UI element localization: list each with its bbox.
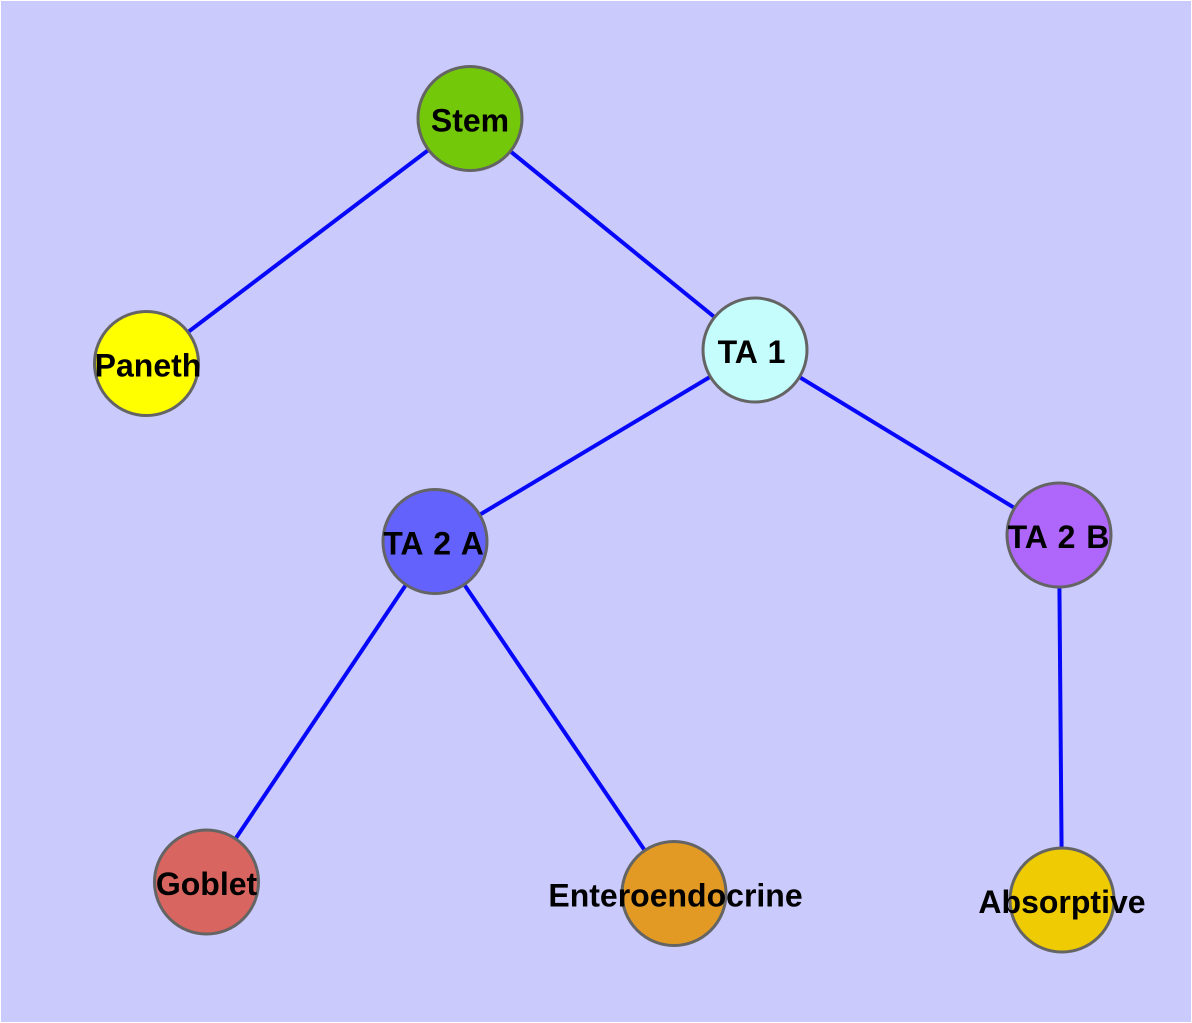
svg-text:Stem: Stem — [431, 103, 509, 139]
svg-text:Enteroendocrine: Enteroendocrine — [548, 878, 802, 914]
svg-text:TA 1: TA 1 — [718, 334, 786, 370]
svg-text:TA 2 A: TA 2 A — [383, 526, 484, 562]
svg-text:Paneth: Paneth — [95, 348, 202, 384]
svg-text:TA 2 B: TA 2 B — [1008, 519, 1110, 555]
svg-text:Absorptive: Absorptive — [978, 884, 1145, 920]
svg-text:Goblet: Goblet — [156, 866, 258, 902]
